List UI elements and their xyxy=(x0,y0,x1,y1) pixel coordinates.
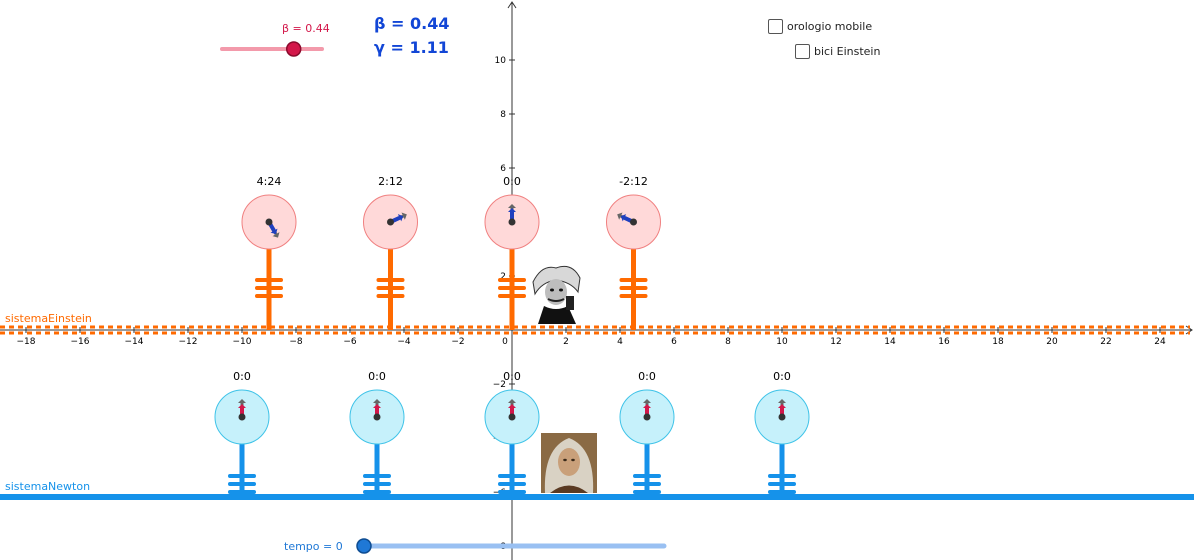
newton-clock-pivot xyxy=(778,413,786,421)
einstein-clock-hand-tip xyxy=(508,204,516,208)
checkbox-box[interactable] xyxy=(768,19,783,34)
beta-slider[interactable] xyxy=(220,41,324,57)
gamma-readout: γ = 1.11 xyxy=(374,38,449,57)
x-tick-label: −14 xyxy=(125,337,144,347)
x-tick-label: −8 xyxy=(289,337,303,347)
einstein-clock-time: 2:12 xyxy=(378,175,403,188)
einstein-clock-time: -2:12 xyxy=(619,175,648,188)
checkbox-bici-einstein[interactable]: bici Einstein xyxy=(795,44,880,59)
y-tick-label: 6 xyxy=(500,164,506,174)
x-tick-label: 24 xyxy=(1154,337,1166,347)
newton-clock-hand-tip xyxy=(373,404,381,408)
y-tick-label: 2 xyxy=(500,272,506,282)
checkbox-box[interactable] xyxy=(795,44,810,59)
einstein-portrait xyxy=(531,265,581,325)
x-tick-label: 20 xyxy=(1046,337,1058,347)
newton-clock-time: 0:0 xyxy=(503,370,521,383)
beta-slider-handle[interactable] xyxy=(285,41,302,57)
einstein-clock-time: 4:24 xyxy=(257,175,282,188)
beta-readout: β = 0.44 xyxy=(374,14,450,33)
y-tick-label: −2 xyxy=(493,380,506,390)
newton-clock-time: 0:0 xyxy=(773,370,791,383)
tempo-slider-label: tempo = 0 xyxy=(284,540,343,553)
checkbox-label: orologio mobile xyxy=(787,20,873,33)
einstein-system-label: sistemaEinstein xyxy=(5,312,92,325)
x-tick-label: −18 xyxy=(17,337,36,347)
einstein-clock-pivot xyxy=(508,218,516,226)
einstein-system: 4:24 2:12 0:0 -2:12 xyxy=(0,175,1190,335)
einstein-clock-pivot xyxy=(265,218,273,226)
x-tick-label: 4 xyxy=(617,337,623,347)
einstein-clock-hand-tip xyxy=(397,214,404,222)
beta-slider-label: β = 0.44 xyxy=(282,22,330,35)
x-tick-label: 8 xyxy=(725,337,731,347)
checkbox-label: bici Einstein xyxy=(814,45,881,58)
einstein-clock-hand-tip xyxy=(620,214,627,222)
y-axis-arrow xyxy=(507,1,517,9)
y-tick-label: 10 xyxy=(495,56,507,66)
newton-system: 0:0 0:0 0:0 0:0 0:0 xyxy=(0,370,1194,500)
newton-clock-hand-tip xyxy=(373,399,381,403)
x-tick-label: 22 xyxy=(1100,337,1111,347)
x-tick-label: −4 xyxy=(397,337,411,347)
x-tick-label: −10 xyxy=(233,337,252,347)
einstein-clock-hand-tip xyxy=(270,228,278,235)
newton-clock-pivot xyxy=(508,413,516,421)
einstein-clock-hand-tip xyxy=(508,208,516,212)
einstein-clock-hand-tip xyxy=(617,212,623,220)
tempo-slider[interactable] xyxy=(356,538,667,554)
newton-system-label: sistemaNewton xyxy=(5,480,91,493)
einstein-clock-hand-tip xyxy=(401,212,407,220)
y-tick-label: 8 xyxy=(500,110,506,120)
x-tick-label: −16 xyxy=(71,337,90,347)
newton-clock-hand-tip xyxy=(778,404,786,408)
x-tick-label: 2 xyxy=(563,337,569,347)
x-tick-label: 6 xyxy=(671,337,677,347)
x-tick-label: 14 xyxy=(884,337,896,347)
newton-clock-time: 0:0 xyxy=(638,370,656,383)
tempo-slider-handle[interactable] xyxy=(356,538,372,554)
newton-clock-hand-tip xyxy=(508,399,516,403)
x-tick-label: 16 xyxy=(938,337,950,347)
newton-clock-hand-tip xyxy=(778,399,786,403)
x-tick-label: 10 xyxy=(776,337,788,347)
newton-clock-time: 0:0 xyxy=(368,370,386,383)
einstein-clock-time: 0:0 xyxy=(503,175,521,188)
x-tick-label: 12 xyxy=(830,337,841,347)
x-tick-label: 0 xyxy=(502,337,508,347)
newton-clock-pivot xyxy=(373,413,381,421)
x-tick-label: −2 xyxy=(451,337,464,347)
newton-clock-hand-tip xyxy=(238,399,246,403)
newton-clock-pivot xyxy=(238,413,246,421)
x-tick-label: −12 xyxy=(179,337,198,347)
newton-clock-hand-tip xyxy=(238,404,246,408)
checkbox-orologio-mobile[interactable]: orologio mobile xyxy=(768,19,872,34)
x-tick-label: −6 xyxy=(343,337,357,347)
einstein-clock-pivot xyxy=(387,218,394,226)
newton-portrait xyxy=(541,433,597,493)
einstein-clock-pivot xyxy=(630,218,637,226)
newton-clock-hand-tip xyxy=(643,404,651,408)
newton-clock-pivot xyxy=(643,413,651,421)
newton-clock-time: 0:0 xyxy=(233,370,251,383)
einstein-clock-hand-tip xyxy=(272,232,280,238)
newton-clock-hand-tip xyxy=(643,399,651,403)
newton-clock-hand-tip xyxy=(508,404,516,408)
x-tick-label: 18 xyxy=(992,337,1004,347)
